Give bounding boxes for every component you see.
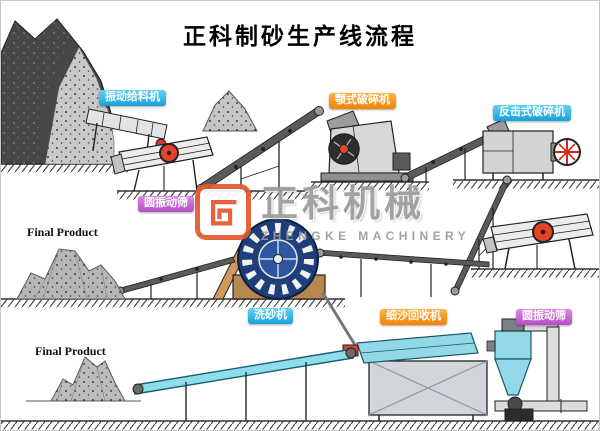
conveyor-to-final-product [132,347,357,421]
label-circular-screen-top: 圆振动筛 [138,196,194,212]
label-impact-crusher: 反击式破碎机 [493,105,571,121]
stone-pile [1,18,115,165]
final-product-pile-lower [50,356,126,402]
circular-screen-top-machine [110,136,214,192]
final-product-annotation-lower: Final Product [35,344,106,358]
label-circular-screen-bottom: 圆振动筛 [516,309,572,325]
feed-stockpile [202,90,258,132]
fine-sand-recycler-machine [342,318,588,422]
label-vibrating-feeder: 振动给料机 [99,90,166,106]
label-jaw-crusher: 颚式破碎机 [329,93,396,109]
sand-washer-machine [212,218,357,346]
impact-crusher-machine [482,118,581,180]
label-sand-washer: 洗砂机 [248,308,293,324]
diagram-title: 正科制砂生产线流程 [183,23,417,49]
conveyor-jaw-to-impact [400,131,497,183]
jaw-crusher-machine [320,110,414,182]
final-product-annotation-upper: Final Product [27,225,98,239]
circular-screen-bottom-machine [482,213,594,270]
final-product-pile-upper [16,248,126,300]
label-fine-sand-recycler: 细沙回收机 [380,309,447,325]
